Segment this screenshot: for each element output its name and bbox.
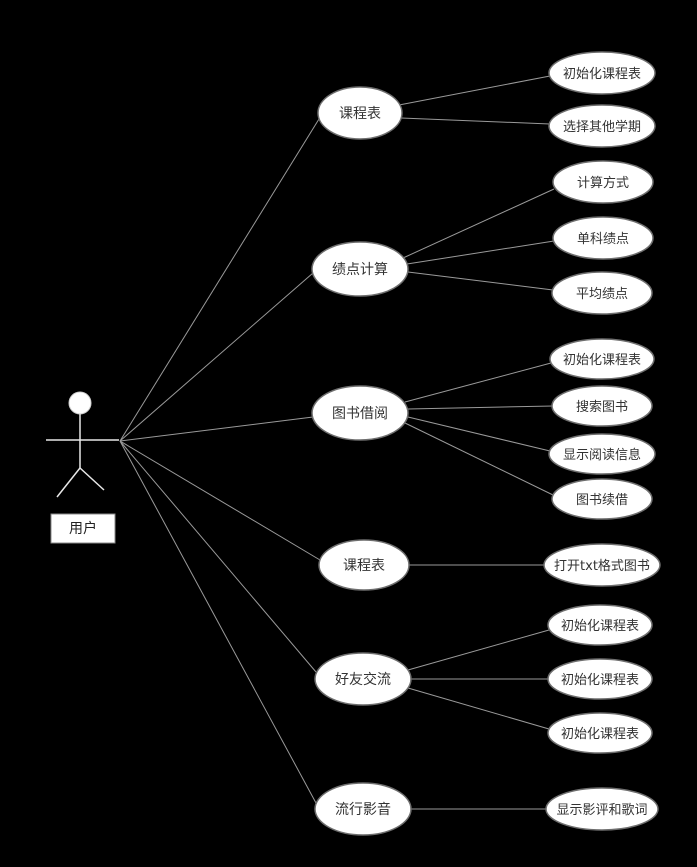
connector-line [402,188,555,259]
actor-label: 用户 [50,513,116,544]
connector-line [119,118,320,442]
use-case-label: 初始化课程表 [563,353,641,368]
use-case-label: 课程表 [343,558,385,574]
use-case-node: 初始化课程表 [547,604,653,646]
use-case-label: 初始化课程表 [561,619,639,634]
use-case-node: 选择其他学期 [548,104,656,148]
use-case-node: 课程表 [317,86,403,140]
use-case-ellipse [551,385,653,427]
connector-line [398,75,551,106]
connector-line [404,362,552,403]
connector-line [406,240,555,265]
use-case-node: 图书续借 [551,478,653,520]
use-case-ellipse [318,539,410,591]
use-case-ellipse [551,271,653,315]
use-case-label: 选择其他学期 [563,119,641,135]
use-case-node: 初始化课程表 [547,712,653,754]
connector-line [119,440,317,804]
use-case-ellipse [547,712,653,754]
use-case-ellipse [551,478,653,520]
use-case-ellipse [314,652,412,706]
use-case-ellipse [548,51,656,95]
use-case-node: 显示影评和歌词 [545,787,659,831]
use-case-ellipse [311,241,409,297]
use-case-node: 计算方式 [552,160,654,204]
use-case-label: 图书借阅 [332,406,388,422]
use-case-ellipse [547,658,653,700]
connector-line [407,687,550,730]
connector-line [407,629,550,671]
use-case-label: 初始化课程表 [563,67,641,82]
use-case-node: 课程表 [318,539,410,591]
use-case-node: 打开txt格式图书 [543,543,661,587]
connector-line [407,405,554,410]
use-case-label: 平均绩点 [576,287,628,302]
use-case-node: 绩点计算 [311,241,409,297]
connector-line [119,440,321,561]
actor-figure [46,391,119,498]
connector-line [407,271,554,291]
use-case-label: 课程表 [339,106,381,122]
actor-connectors [119,118,321,804]
connector-line [407,416,551,452]
use-case-label: 打开txt格式图书 [554,558,650,574]
use-case-label: 流行影音 [335,801,391,818]
use-case-label: 显示阅读信息 [563,447,641,463]
connector-line [119,416,314,442]
use-case-node: 单科绩点 [552,216,654,260]
use-case-label: 初始化课程表 [561,673,639,688]
use-case-ellipse [543,543,661,587]
connector-line [400,117,551,125]
use-case-node: 初始化课程表 [549,338,655,380]
use-case-node: 初始化课程表 [547,658,653,700]
use-case-label: 计算方式 [577,175,629,191]
use-case-label: 好友交流 [335,671,391,688]
use-case-ellipse [547,604,653,646]
use-case-node: 图书借阅 [311,385,409,441]
use-case-ellipse [314,782,412,836]
use-case-node: 搜索图书 [551,385,653,427]
use-case-label: 显示影评和歌词 [556,803,647,818]
use-case-label: 绩点计算 [332,262,388,278]
actor-label-text: 用户 [69,520,97,537]
use-case-ellipse [548,104,656,148]
connector-line [119,272,314,442]
actor-leg-left [56,467,81,498]
use-case-node: 好友交流 [314,652,412,706]
use-case-ellipse [545,787,659,831]
use-case-ellipse [552,216,654,260]
actor-head [68,391,92,415]
use-case-ellipse [552,160,654,204]
connector-line [119,440,317,673]
use-case-label: 搜索图书 [576,400,628,415]
use-case-label: 图书续借 [576,493,628,508]
use-case-node: 流行影音 [314,782,412,836]
use-case-node: 初始化课程表 [548,51,656,95]
use-case-ellipse [548,433,656,475]
actor-leg-right [79,467,105,491]
use-case-ellipse [549,338,655,380]
actor-label-box [50,513,116,544]
use-case-ellipse [311,385,409,441]
use-case-node: 平均绩点 [551,271,653,315]
use-case-node: 显示阅读信息 [548,433,656,475]
usecase-connectors [398,75,555,810]
use-case-label: 单科绩点 [577,232,629,247]
connector-line [404,422,554,496]
use-case-label: 初始化课程表 [561,727,639,742]
use-case-ellipse [317,86,403,140]
